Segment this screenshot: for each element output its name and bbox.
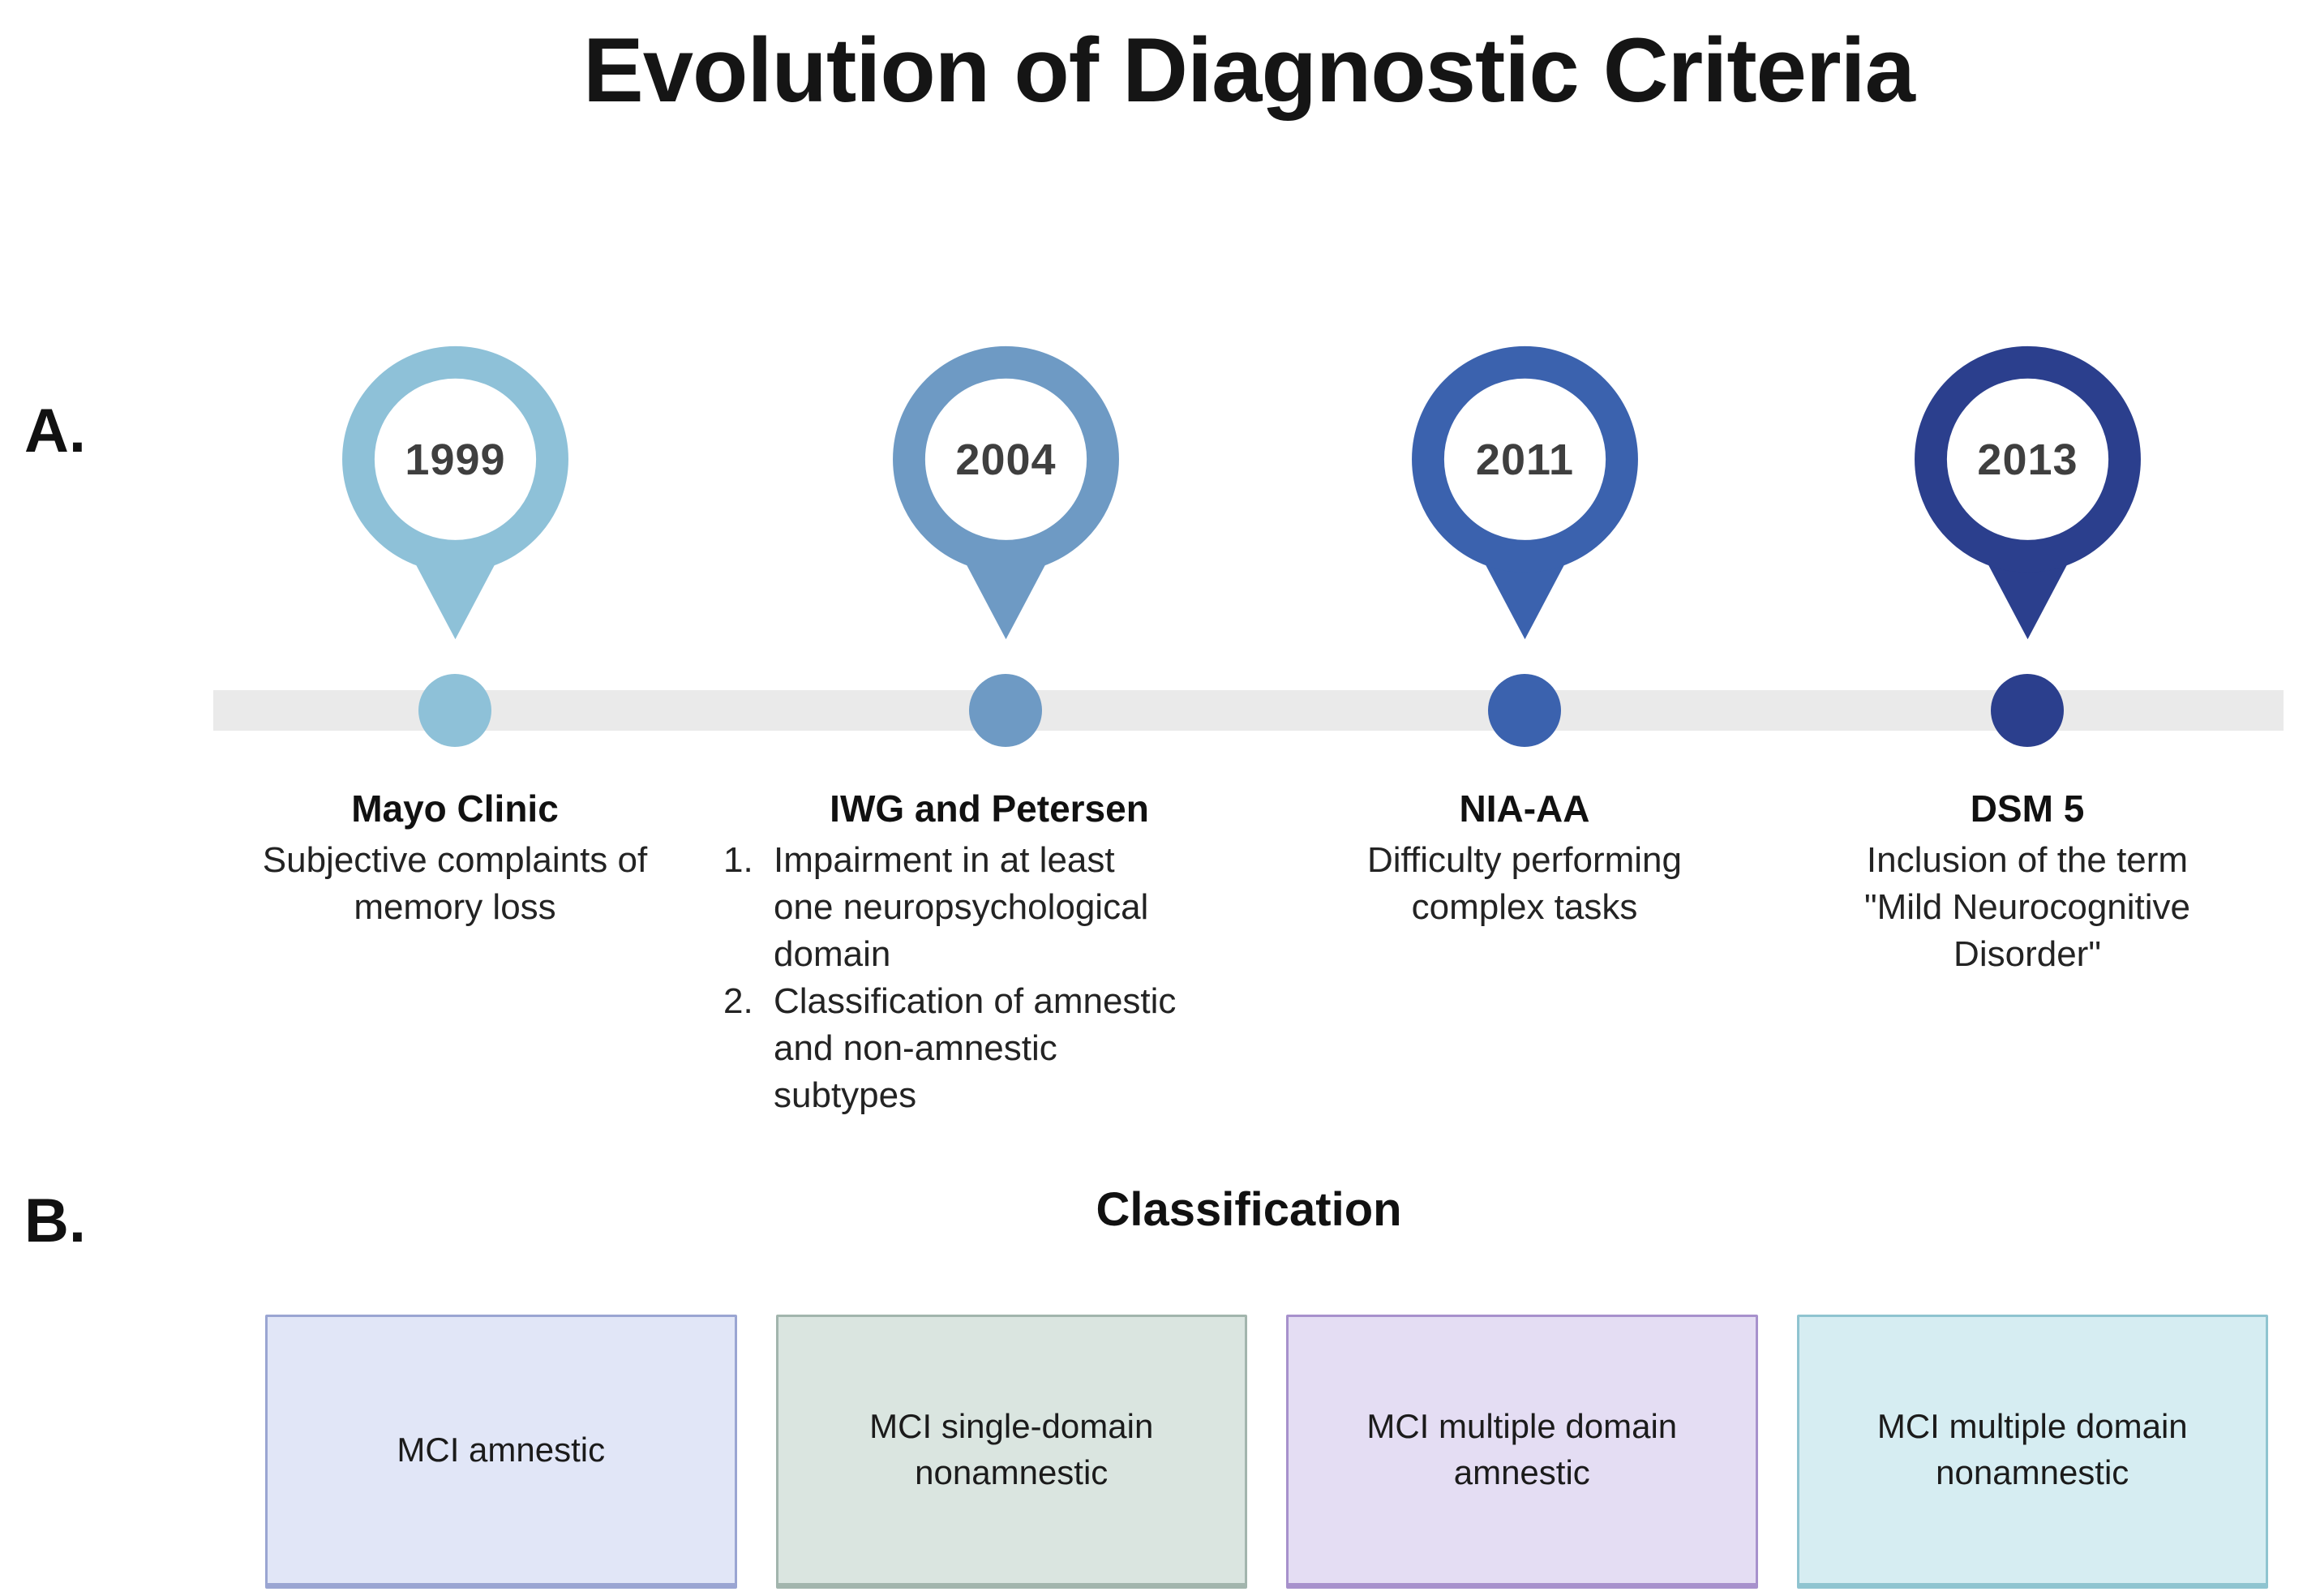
classification-box-mci-multiple-domain-amnestic: MCI multiple domain amnestic	[1286, 1315, 1758, 1589]
event-mayo-clinic: Mayo Clinic Subjective complaints of mem…	[212, 785, 698, 931]
event-nia-aa: NIA-AA Difficulty performing complex tas…	[1322, 785, 1727, 931]
pin-year: 2004	[955, 435, 1057, 484]
timeline-bar	[213, 690, 2284, 731]
event-heading: IWG and Petersen	[830, 787, 1149, 830]
classification-box-mci-single-domain-nonamnestic: MCI single-domain nonamnestic	[775, 1315, 1247, 1589]
section-a-label: A.	[24, 397, 86, 466]
event-heading: DSM 5	[1970, 787, 2085, 830]
timeline-pin-1999: 1999	[340, 344, 571, 644]
timeline-pin-2013: 2013	[1912, 344, 2143, 644]
marker-dot	[1991, 674, 2064, 747]
event-criteria-list: Impairment in at least one neuropsycholo…	[723, 837, 1177, 1119]
marker-dot	[969, 674, 1042, 747]
classification-box-label: MCI multiple domain amnestic	[1366, 1407, 1678, 1491]
event-description: Subjective complaints of memory loss	[262, 839, 648, 927]
map-pin-icon	[1915, 345, 2141, 640]
event-heading: Mayo Clinic	[351, 787, 559, 830]
map-pin-icon	[893, 345, 1119, 640]
marker-dot	[1488, 674, 1561, 747]
section-b-label: B.	[24, 1186, 86, 1255]
event-description: Inclusion of the term "Mild Neurocogniti…	[1863, 839, 2190, 974]
classification-heading: Classification	[1096, 1183, 1402, 1236]
map-pin-icon	[342, 345, 568, 640]
map-pin-icon	[1412, 345, 1638, 640]
classification-row: MCI amnestic MCI single-domain nonamnest…	[265, 1315, 2268, 1589]
classification-box-label: MCI multiple domain nonamnestic	[1876, 1407, 2188, 1491]
pin-year: 1999	[405, 435, 506, 484]
event-list-item: Impairment in at least one neuropsycholo…	[723, 837, 1149, 974]
classification-box-mci-amnestic: MCI amnestic	[265, 1315, 737, 1589]
event-dsm-5: DSM 5 Inclusion of the term "Mild Neuroc…	[1825, 785, 2230, 978]
event-description: Difficulty performing complex tasks	[1367, 839, 1682, 927]
event-list-item: Classification of amnestic and non-amnes…	[723, 978, 1177, 1116]
page-title: Evolution of Diagnostic Criteria	[583, 19, 1915, 121]
timeline-pin-2004: 2004	[890, 344, 1121, 644]
classification-box-label: MCI amnestic	[397, 1430, 606, 1469]
classification-box-label: MCI single-domain nonamnestic	[869, 1407, 1154, 1491]
classification-box-mci-multiple-domain-nonamnestic: MCI multiple domain nonamnestic	[1796, 1315, 2268, 1589]
timeline-pin-2011: 2011	[1409, 344, 1640, 644]
pin-year: 2011	[1475, 435, 1575, 484]
event-heading: NIA-AA	[1459, 787, 1590, 830]
pin-year: 2013	[1977, 435, 2078, 484]
event-iwg-petersen: IWG and Petersen Impairment in at least …	[714, 785, 1265, 1119]
marker-dot	[418, 674, 491, 747]
